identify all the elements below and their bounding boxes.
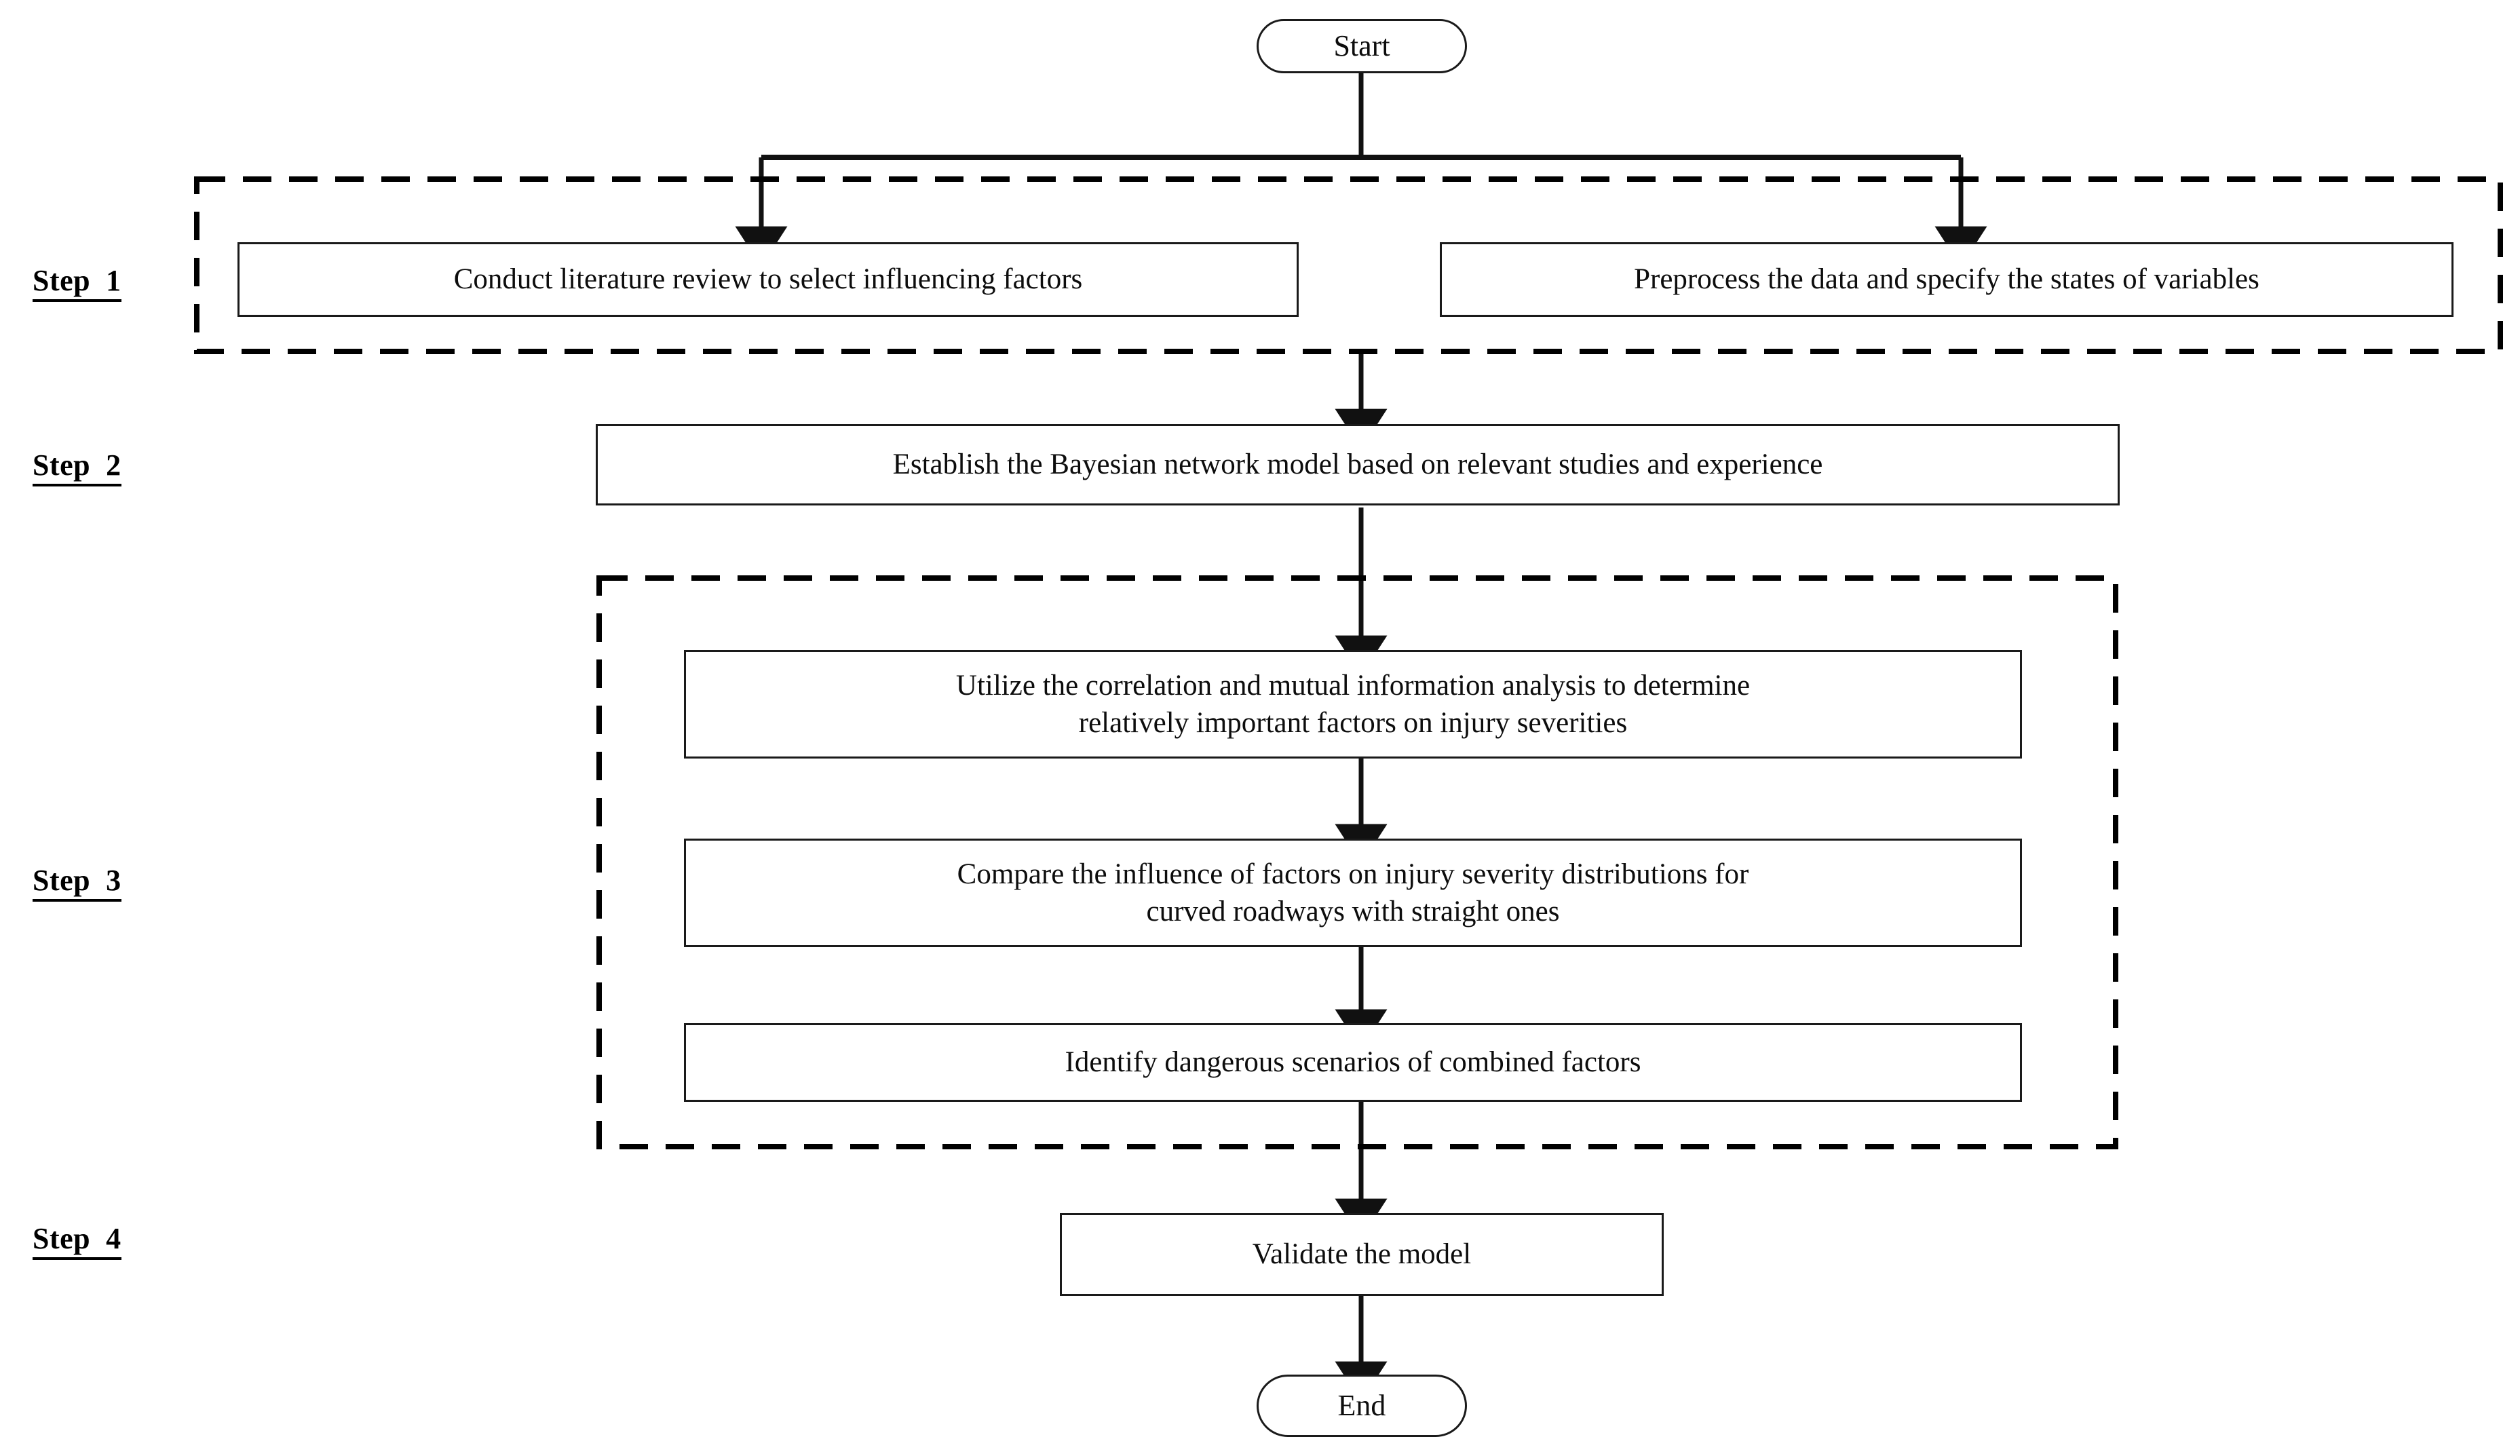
box-establish-bayesian-network-label: Establish the Bayesian network model bas… — [892, 448, 1823, 481]
end-terminator[interactable]: End — [1257, 1375, 1467, 1437]
step-label-4: Step 4 — [33, 1221, 121, 1260]
step3-group-container — [596, 575, 2118, 1149]
box-validate-model-label: Validate the model — [1252, 1238, 1472, 1271]
box-validate-model[interactable]: Validate the model — [1060, 1213, 1664, 1296]
step1-group-container — [194, 176, 2503, 354]
start-terminator[interactable]: Start — [1257, 19, 1467, 73]
box-compare-influence[interactable]: Compare the influence of factors on inju… — [684, 839, 2022, 947]
step-label-1: Step 1 — [33, 263, 121, 302]
start-label: Start — [1333, 28, 1390, 62]
box-compare-influence-label: Compare the influence of factors on inju… — [957, 858, 1749, 927]
box-preprocess-data-label: Preprocess the data and specify the stat… — [1634, 263, 2259, 296]
box-literature-review-label: Conduct literature review to select infl… — [453, 263, 1083, 296]
end-label: End — [1337, 1388, 1386, 1422]
box-correlation-mutual-information-label: Utilize the correlation and mutual infor… — [955, 669, 1751, 739]
box-identify-scenarios-label: Identify dangerous scenarios of combined… — [1065, 1046, 1641, 1079]
box-establish-bayesian-network[interactable]: Establish the Bayesian network model bas… — [596, 424, 2120, 505]
box-preprocess-data[interactable]: Preprocess the data and specify the stat… — [1440, 242, 2454, 317]
box-literature-review[interactable]: Conduct literature review to select infl… — [237, 242, 1299, 317]
box-identify-scenarios[interactable]: Identify dangerous scenarios of combined… — [684, 1023, 2022, 1102]
step-label-3: Step 3 — [33, 863, 121, 902]
box-correlation-mutual-information[interactable]: Utilize the correlation and mutual infor… — [684, 650, 2022, 759]
step-label-2: Step 2 — [33, 448, 121, 486]
